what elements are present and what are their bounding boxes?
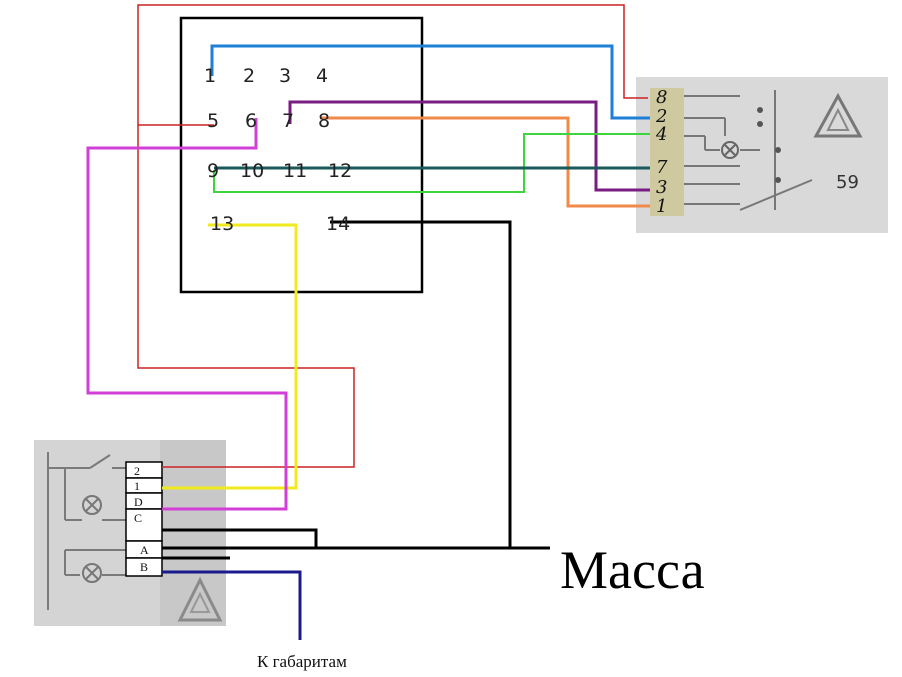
connector-pin: 3 (279, 65, 291, 87)
switch-pin: 4 (655, 124, 667, 145)
relay-right-panel (160, 440, 226, 626)
connector-pin: 11 (283, 160, 307, 182)
wire-yellow (162, 223, 298, 490)
connector-pin-labels: 1 2 3 4 5 6 7 8 9 10 11 12 13 14 (204, 65, 352, 235)
switch-number-label: 59 (836, 172, 859, 193)
wire-blue (210, 44, 650, 120)
ground-label: Масса (560, 540, 705, 600)
connector-pin: 5 (207, 110, 219, 132)
wires (86, 4, 650, 640)
connector-pin: 4 (316, 65, 328, 87)
connector-pin: 2 (243, 65, 255, 87)
relay-pin: D (134, 495, 143, 509)
relay-pin: 1 (134, 479, 140, 493)
connector-pin: 9 (207, 160, 219, 182)
switch-dots (757, 107, 781, 183)
relay-schematic (47, 452, 126, 610)
connector-pin: 6 (245, 110, 257, 132)
switch-pin: 8 (656, 87, 667, 108)
connector-pin: 7 (282, 110, 294, 132)
lamp-icon (82, 563, 102, 583)
relay-pin-box (125, 461, 163, 577)
connector-pin: 1 (204, 65, 216, 87)
lamp-icon (721, 141, 739, 159)
side-lights-label: К габаритам (257, 652, 347, 671)
wire-green (213, 133, 650, 193)
wire-magenta (86, 118, 288, 511)
relay-pin: C (134, 511, 142, 525)
switch-pin-strip (650, 88, 684, 216)
relay-pin: B (140, 560, 148, 574)
connector-pin: 8 (318, 110, 330, 132)
lamp-icon (82, 495, 102, 515)
switch-pin: 1 (656, 196, 667, 217)
relay-pin: 2 (134, 464, 140, 478)
switch-pin-labels: 8 2 4 7 3 1 (655, 87, 668, 217)
hazard-switch-block: 59 (636, 77, 888, 233)
switch-pin: 3 (656, 177, 667, 198)
connector-frame (179, 16, 424, 294)
connector-pin: 12 (328, 160, 352, 182)
connector-pin: 10 (240, 160, 264, 182)
connector-pin: 14 (326, 213, 350, 235)
switch-pin: 7 (656, 157, 668, 178)
switch-pin: 2 (655, 106, 667, 127)
relay-block (34, 440, 226, 626)
wire-navy (162, 570, 302, 640)
hazard-triangle-icon (177, 576, 223, 622)
connector-pin: 13 (210, 213, 234, 235)
wire-purple (288, 100, 650, 192)
wire-red (137, 4, 648, 468)
wire-black (162, 528, 510, 550)
hazard-triangle-icon (813, 92, 863, 138)
wire-black (330, 220, 550, 550)
relay-pin-labels: 2 1 D C A B (134, 464, 149, 574)
relay-pin: A (140, 543, 149, 557)
wire-orange (320, 116, 650, 208)
